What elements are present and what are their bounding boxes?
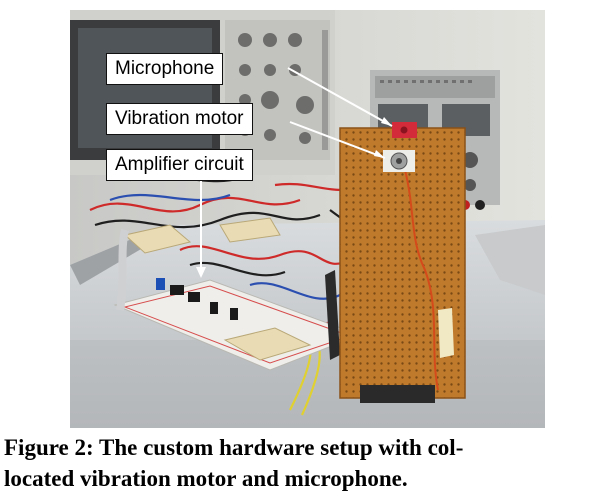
pointer-lines	[200, 67, 393, 272]
laptop	[475, 225, 545, 295]
perfboard-assembly	[325, 122, 466, 403]
photo-illustration	[70, 10, 545, 428]
figure-caption: Figure 2: The custom hardware setup with…	[4, 432, 612, 494]
amplifier-circuit-label: Amplifier circuit	[106, 149, 253, 181]
microphone-label: Microphone	[106, 53, 224, 85]
vibration-motor-label: Vibration motor	[106, 103, 253, 135]
oscilloscope	[70, 10, 335, 175]
pointer-arrowheads	[196, 117, 392, 278]
terminal-connectors	[123, 217, 312, 361]
probe-cable	[116, 229, 129, 311]
amplifier-components	[156, 278, 238, 320]
caption-line-2: located vibration motor and microphone.	[4, 466, 408, 491]
hardware-setup-photo: Microphone Vibration motor Amplifier cir…	[70, 10, 545, 428]
caption-line-1: Figure 2: The custom hardware setup with…	[4, 435, 464, 460]
